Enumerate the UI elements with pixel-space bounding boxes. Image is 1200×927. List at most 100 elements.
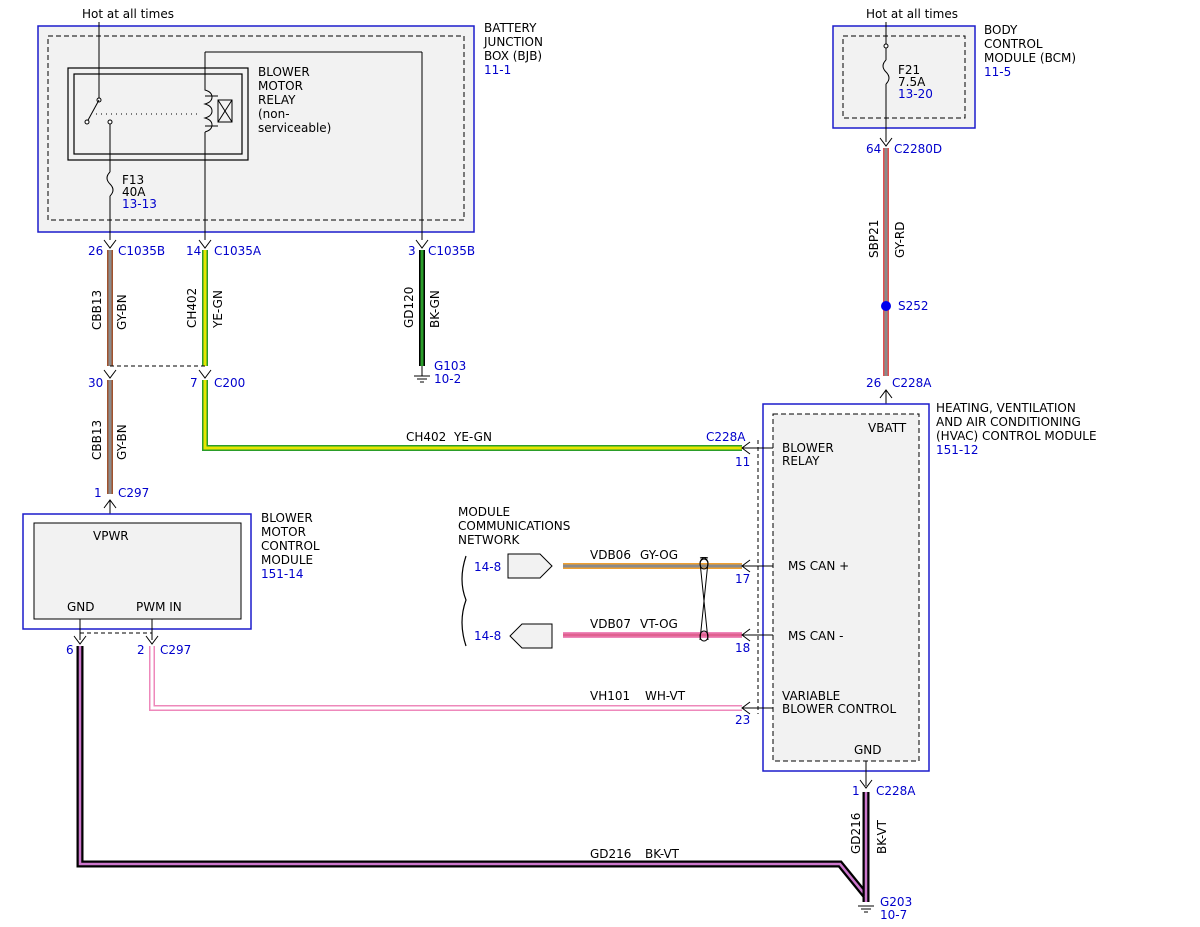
relay-label-3: RELAY	[258, 93, 296, 107]
bjb-border	[37, 25, 475, 233]
bmcm-ref[interactable]: 151-14	[261, 567, 304, 581]
wire-ch402-vertical-color: YE-GN	[211, 290, 225, 329]
arrow-c200-30	[103, 369, 117, 379]
wire-gd120-circuit: GD120	[402, 287, 416, 328]
wire-sbp21-stripe	[884, 148, 888, 376]
ground-g103-label[interactable]: G103	[434, 359, 466, 373]
arrow-hvac-17	[741, 559, 751, 573]
connector-c228a-side[interactable]: C228A	[706, 430, 746, 444]
connector-c1035b-2[interactable]: C1035B	[428, 244, 475, 258]
wire-gd216-horizontal-color: BK-VT	[645, 847, 680, 861]
hvac-pin-ms-can-minus: MS CAN -	[788, 629, 844, 643]
wire-cbb13-lower-color: GY-BN	[115, 424, 129, 460]
wire-ch402-vertical-stripe	[203, 250, 207, 366]
wire-vdb07-circuit: VDB07	[590, 617, 631, 631]
wire-sbp21: SBP21 GY-RD S252	[867, 148, 929, 376]
pin-11-hvac: 11	[735, 455, 750, 469]
bmcm-title-3: CONTROL	[261, 539, 320, 553]
hvac-pin-blower-relay-1: BLOWER	[782, 441, 834, 455]
wire-cbb13-lower: CBB13 GY-BN	[90, 380, 129, 494]
wire-sbp21-color: GY-RD	[893, 221, 907, 258]
connector-c1035b-1[interactable]: C1035B	[118, 244, 165, 258]
wire-ch402-horizontal-circuit: CH402	[406, 430, 446, 444]
twisted-pair-icon	[699, 557, 709, 642]
connector-c297-top[interactable]: C297	[118, 486, 149, 500]
wire-ch402-vertical-circuit: CH402	[185, 288, 199, 328]
wire-cbb13-upper-circuit: CBB13	[90, 290, 104, 330]
bcm-ref[interactable]: 11-5	[984, 65, 1011, 79]
connector-c200: 30 7 C200	[88, 365, 245, 390]
hvac-title-1: HEATING, VENTILATION	[936, 401, 1076, 415]
bjb-inner-dashed	[47, 35, 465, 221]
wire-vdb06: VDB06 GY-OG	[563, 548, 742, 569]
bcm-feed-node	[883, 43, 889, 49]
hvac-ref[interactable]: 151-12	[936, 443, 979, 457]
relay-label-4: (non-	[258, 107, 290, 121]
bmcm-title-2: MOTOR	[261, 525, 306, 539]
arrow-c1035b-3	[415, 239, 429, 249]
network-brace-icon	[461, 555, 467, 647]
connector-c228a-bottom[interactable]: C228A	[876, 784, 916, 798]
hvac-inner	[772, 413, 920, 762]
network-ref-upper[interactable]: 14-8	[474, 560, 501, 574]
network-connector-lower-icon	[509, 623, 553, 649]
connector-c200-label[interactable]: C200	[214, 376, 245, 390]
pin-26-hvac: 26	[866, 376, 881, 390]
bcm-title-2: CONTROL	[984, 37, 1043, 51]
ground-g203: G203 10-7	[858, 895, 912, 922]
arrow-c297-2	[145, 635, 159, 645]
network-ref-lower[interactable]: 14-8	[474, 629, 501, 643]
arrow-c297-6	[73, 635, 87, 645]
connector-c228a-top[interactable]: C228A	[892, 376, 932, 390]
fuse-f13-ref[interactable]: 13-13	[122, 197, 157, 211]
fuse-f21-ref[interactable]: 13-20	[898, 87, 933, 101]
connector-c2280d[interactable]: C2280D	[894, 142, 942, 156]
pin-1-c297: 1	[94, 486, 102, 500]
bcm-border	[832, 25, 976, 129]
connector-c297-bottom[interactable]: C297	[160, 643, 191, 657]
wire-gd120: GD120 BK-GN	[402, 250, 442, 366]
wire-gd216-horizontal-circuit: GD216	[590, 847, 631, 861]
bjb-title-2: JUNCTION	[483, 35, 543, 49]
pin-17-hvac: 17	[735, 572, 750, 586]
wire-vdb06-stripe	[563, 564, 742, 568]
pin-2-c297: 2	[137, 643, 145, 657]
wire-vdb07-stripe	[563, 633, 742, 637]
connector-c1035a[interactable]: C1035A	[214, 244, 262, 258]
ground-g203-label[interactable]: G203	[880, 895, 912, 909]
wire-gd216-vertical-circuit: GD216	[849, 813, 863, 854]
hvac-pin-vbatt: VBATT	[868, 421, 907, 435]
twist-loop-bottom	[699, 630, 709, 642]
bmcm-title-1: BLOWER	[261, 511, 313, 525]
body-control-module: Hot at all times F21 7.5A 13-20 BODY CON…	[832, 7, 1076, 156]
arrow-hvac-11	[741, 441, 751, 455]
bcm-title-1: BODY	[984, 23, 1018, 37]
bmcm-pin-vpwr: VPWR	[93, 529, 129, 543]
hvac-pin-blower-relay-2: RELAY	[782, 454, 820, 468]
relay-label-1: BLOWER	[258, 65, 310, 79]
arrow-c1035a-14	[198, 239, 212, 249]
relay-diode-slash2	[217, 99, 233, 123]
hvac-pin-gnd: GND	[854, 743, 882, 757]
wire-vdb06-circuit: VDB06	[590, 548, 631, 562]
relay-switch-arm	[86, 99, 100, 123]
network-connector-upper-icon	[507, 553, 553, 579]
wire-cbb13-upper-stripe	[108, 250, 112, 366]
bmcm-inner	[33, 522, 242, 620]
relay-inner-box	[73, 73, 243, 155]
ground-g203-ref[interactable]: 10-7	[880, 908, 907, 922]
bjb-ref[interactable]: 11-1	[484, 63, 511, 77]
pin-1-hvac: 1	[852, 784, 860, 798]
pin-23-hvac: 23	[735, 713, 750, 727]
splice-s252-label[interactable]: S252	[898, 299, 929, 313]
network-title-3: NETWORK	[458, 533, 521, 547]
wire-vdb06-color: GY-OG	[640, 548, 678, 562]
wire-gd120-color: BK-GN	[428, 290, 442, 328]
wire-gd216-stripe	[78, 646, 868, 902]
ground-g103-ref[interactable]: 10-2	[434, 372, 461, 386]
arrow-hvac-18	[741, 628, 751, 642]
bjb-connector-arrows	[103, 239, 429, 249]
network-title-1: MODULE	[458, 505, 510, 519]
pin-7-c200: 7	[190, 376, 198, 390]
relay-switch-contact-b	[107, 119, 113, 125]
